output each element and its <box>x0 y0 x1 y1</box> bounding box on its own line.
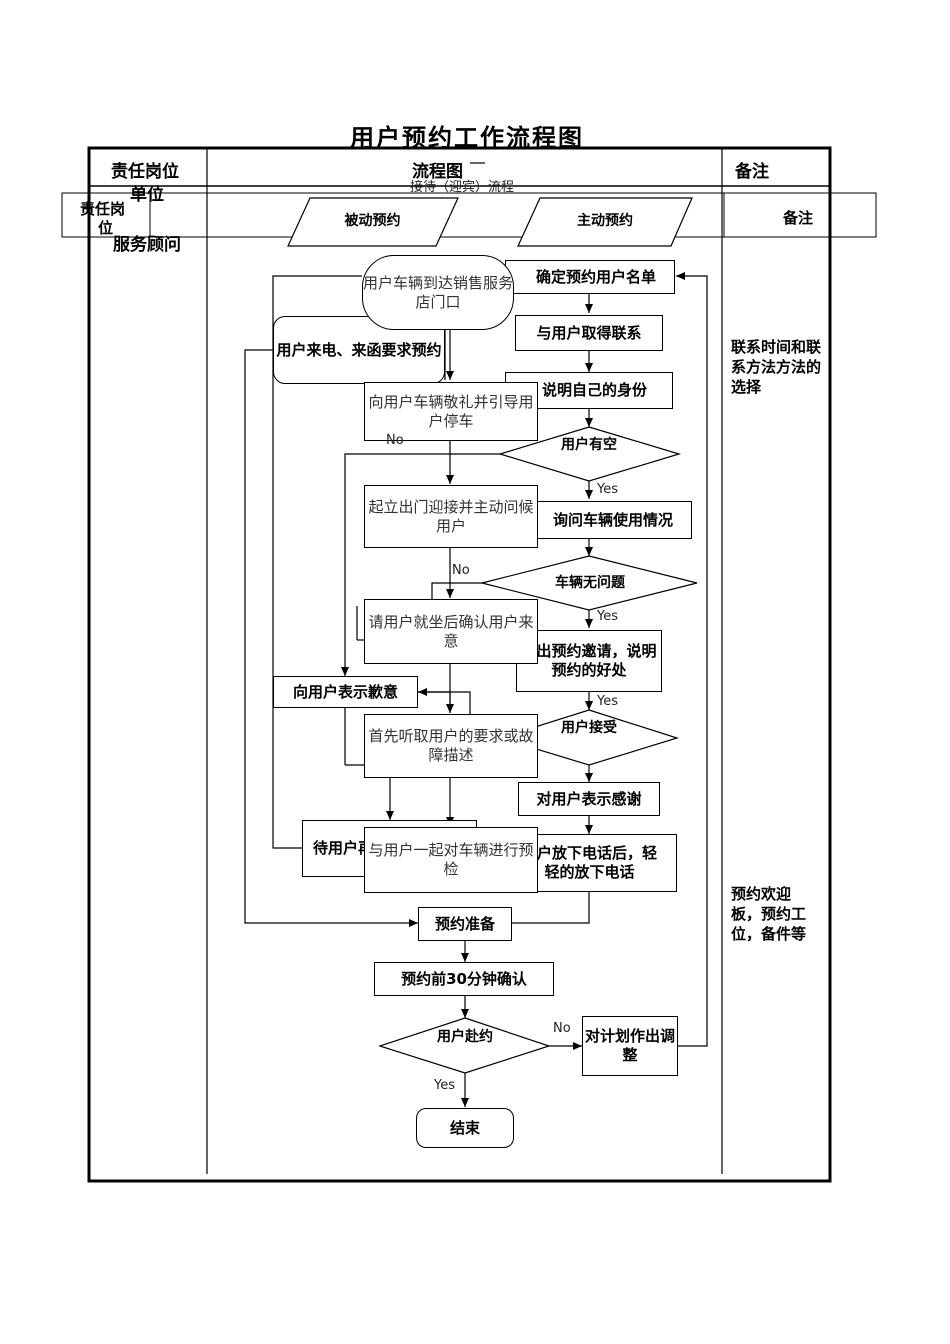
car-ok-label: 车辆无问题 <box>555 575 625 591</box>
adjust-box: 对计划作出调整 <box>582 1016 678 1076</box>
attend-label: 用户赴约 <box>437 1029 493 1045</box>
prepare-box: 预约准备 <box>418 907 512 941</box>
confirm-list-box: 确定预约用户名单 <box>505 260 675 294</box>
seat-confirm-box: 请用户就坐后确认用户来意 <box>364 599 538 664</box>
header-unit: 单位 <box>130 185 164 205</box>
overlay-role-b: 位 <box>98 219 114 237</box>
apologize-box: 向用户表示歉意 <box>273 676 418 708</box>
role-label: 服务顾问 <box>113 235 181 255</box>
yes-label-3: Yes <box>597 694 618 709</box>
active-label: 主动预约 <box>577 213 633 229</box>
header-role: 责任岗位 <box>111 162 179 182</box>
has-time-label: 用户有空 <box>561 437 617 453</box>
active-shape <box>517 197 693 247</box>
header-flow: 流程图 <box>412 162 463 182</box>
hangup-box: 用户放下电话后，轻轻的放下电话 <box>520 834 677 892</box>
call-in-box: 用户来电、来函要求预约 <box>273 316 445 384</box>
header-remark: 备注 <box>735 162 769 182</box>
invite-box: 发出预约邀请，说明预约的好处 <box>516 630 662 692</box>
passive-shape <box>287 197 459 247</box>
overlay-subtitle: 接待（迎宾）流程 <box>410 180 515 195</box>
no-label-1: No <box>386 433 404 448</box>
yes-label-4: Yes <box>434 1078 455 1093</box>
end-box: 结束 <box>416 1108 514 1148</box>
thank-box: 对用户表示感谢 <box>518 782 660 816</box>
passive-label: 被动预约 <box>344 213 401 229</box>
no-label-2: No <box>452 563 470 578</box>
accept-label: 用户接受 <box>561 720 617 736</box>
no-label-3: No <box>553 1021 571 1036</box>
remark-contact: 联系时间和联系方法方法的选择 <box>731 338 822 396</box>
table-frame <box>87 146 832 1183</box>
overlay-remark: 备注 <box>783 209 814 227</box>
greet-box: 起立出门迎接并主动问候用户 <box>364 485 538 548</box>
contact-box: 与用户取得联系 <box>515 315 663 351</box>
arrive-box: 用户车辆到达销售服务店门口 <box>362 255 514 330</box>
listen-box: 首先听取用户的要求或故障描述 <box>364 714 538 778</box>
ask-usage-box: 询问车辆使用情况 <box>520 501 692 539</box>
remark-prepare: 预约欢迎板，预约工位，备件等 <box>731 885 807 943</box>
overlay-header <box>61 192 877 238</box>
yes-label-2: Yes <box>597 609 618 624</box>
confirm30-box: 预约前30分钟确认 <box>374 962 554 996</box>
overlay-role: 责任岗 <box>80 200 126 218</box>
yes-label-1: Yes <box>597 482 618 497</box>
precheck-box: 与用户一起对车辆进行预检 <box>364 827 538 893</box>
salute-box: 向用户车辆敬礼并引导用户停车 <box>364 382 538 441</box>
